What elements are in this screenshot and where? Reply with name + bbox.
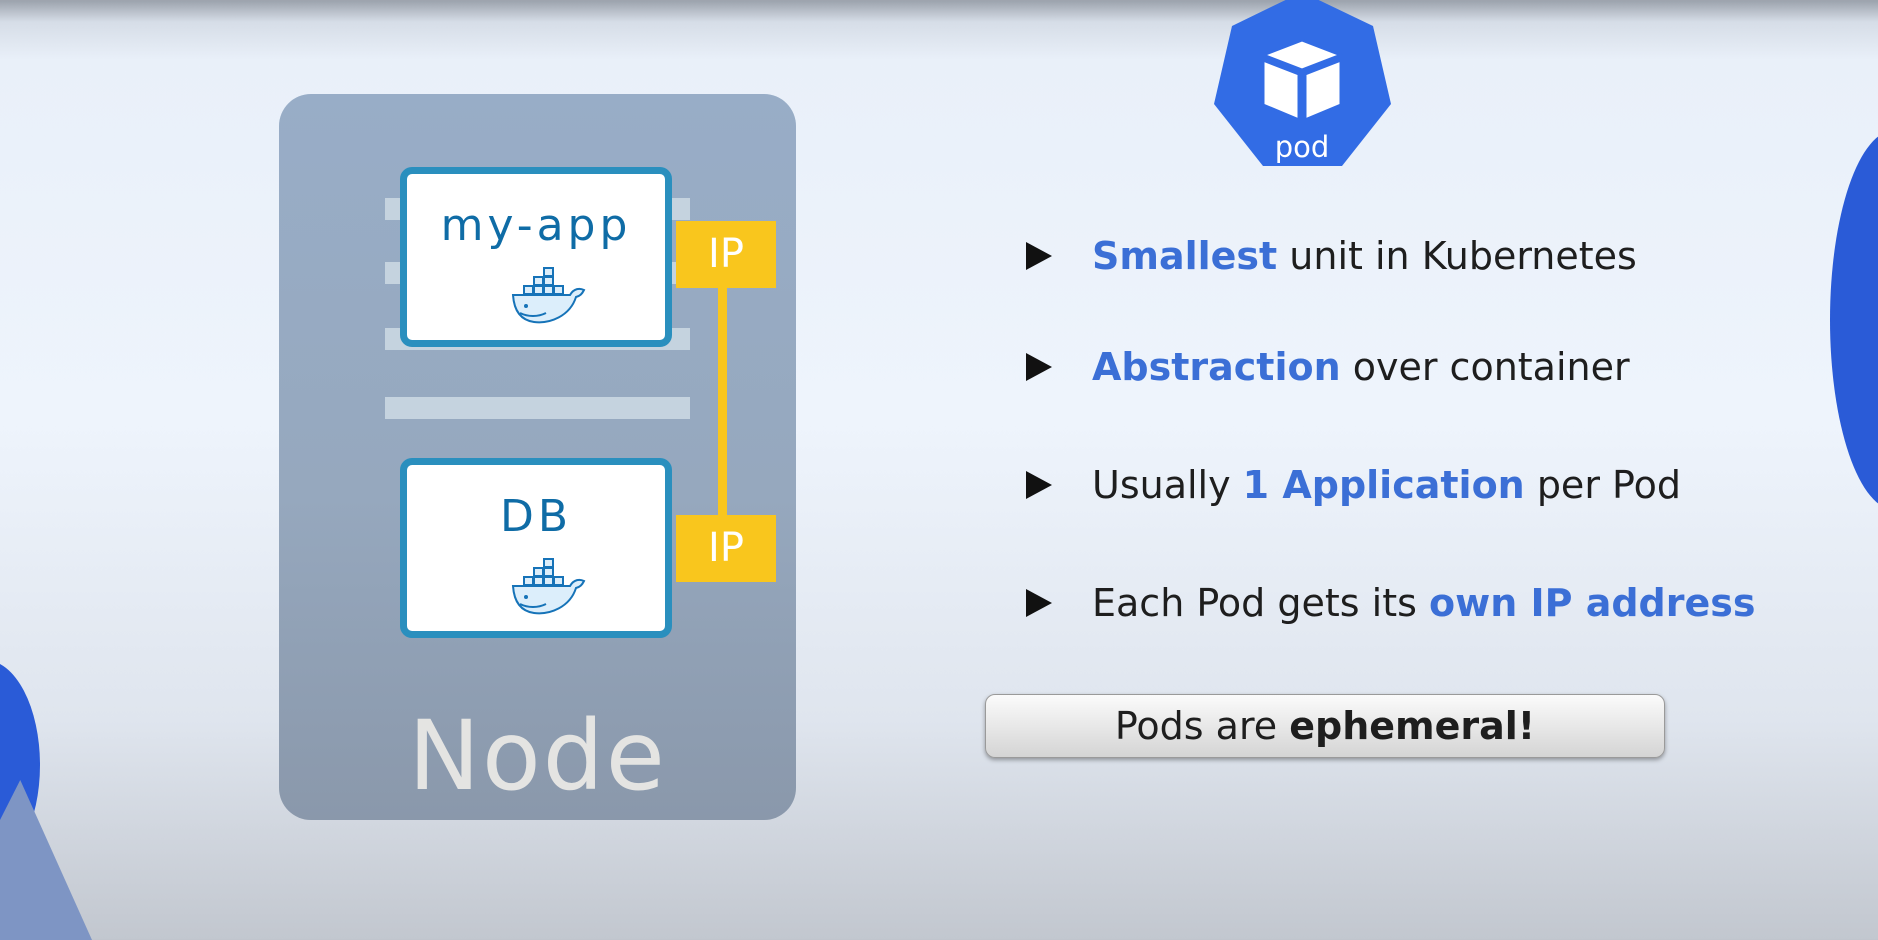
bullet-text: Each Pod gets its (1092, 581, 1429, 625)
bullet-item: Smallest unit in Kubernetes (1026, 233, 1637, 279)
bullet-highlight: Smallest (1092, 234, 1278, 278)
container-name: DB (499, 491, 573, 542)
ip-connector-line (718, 286, 727, 518)
ephemeral-callout: Pods are ephemeral! (985, 694, 1665, 758)
triangle-bullet-icon (1026, 352, 1052, 381)
bullet-item: Usually 1 Application per Pod (1026, 462, 1681, 508)
triangle-bullet-icon (1026, 241, 1052, 270)
bullet-item: Abstraction over container (1026, 344, 1630, 390)
bullet-text: unit in Kubernetes (1277, 234, 1637, 278)
docker-whale-icon (511, 267, 586, 324)
decorative-blob-right (1830, 130, 1878, 510)
bullet-text: per Pod (1524, 463, 1681, 507)
triangle-bullet-icon (1026, 470, 1052, 499)
bullet-highlight: Abstraction (1092, 345, 1341, 389)
kubernetes-pod-icon: pod (1214, 0, 1391, 166)
node-label: Node (408, 700, 667, 812)
bullet-highlight: own IP address (1428, 581, 1756, 625)
triangle-bullet-icon (1026, 588, 1052, 617)
docker-whale-icon (511, 558, 586, 615)
container-my-app: my-app (400, 167, 672, 347)
bullet-item: Each Pod gets its own IP address (1026, 580, 1756, 626)
container-db: DB (400, 458, 672, 638)
bullet-text: Usually (1092, 463, 1243, 507)
container-name: my-app (440, 200, 632, 251)
pod-label: pod (1275, 130, 1330, 164)
bullet-highlight: 1 Application (1242, 463, 1525, 507)
node-stripe (385, 397, 690, 419)
ip-tag-db: IP (676, 515, 776, 582)
ip-tag-my-app: IP (676, 221, 776, 288)
bullet-text: over container (1340, 345, 1630, 389)
callout-emphasis: ephemeral! (1289, 704, 1536, 748)
decorative-wedge-left (0, 780, 92, 940)
callout-text: Pods are (1114, 704, 1290, 748)
